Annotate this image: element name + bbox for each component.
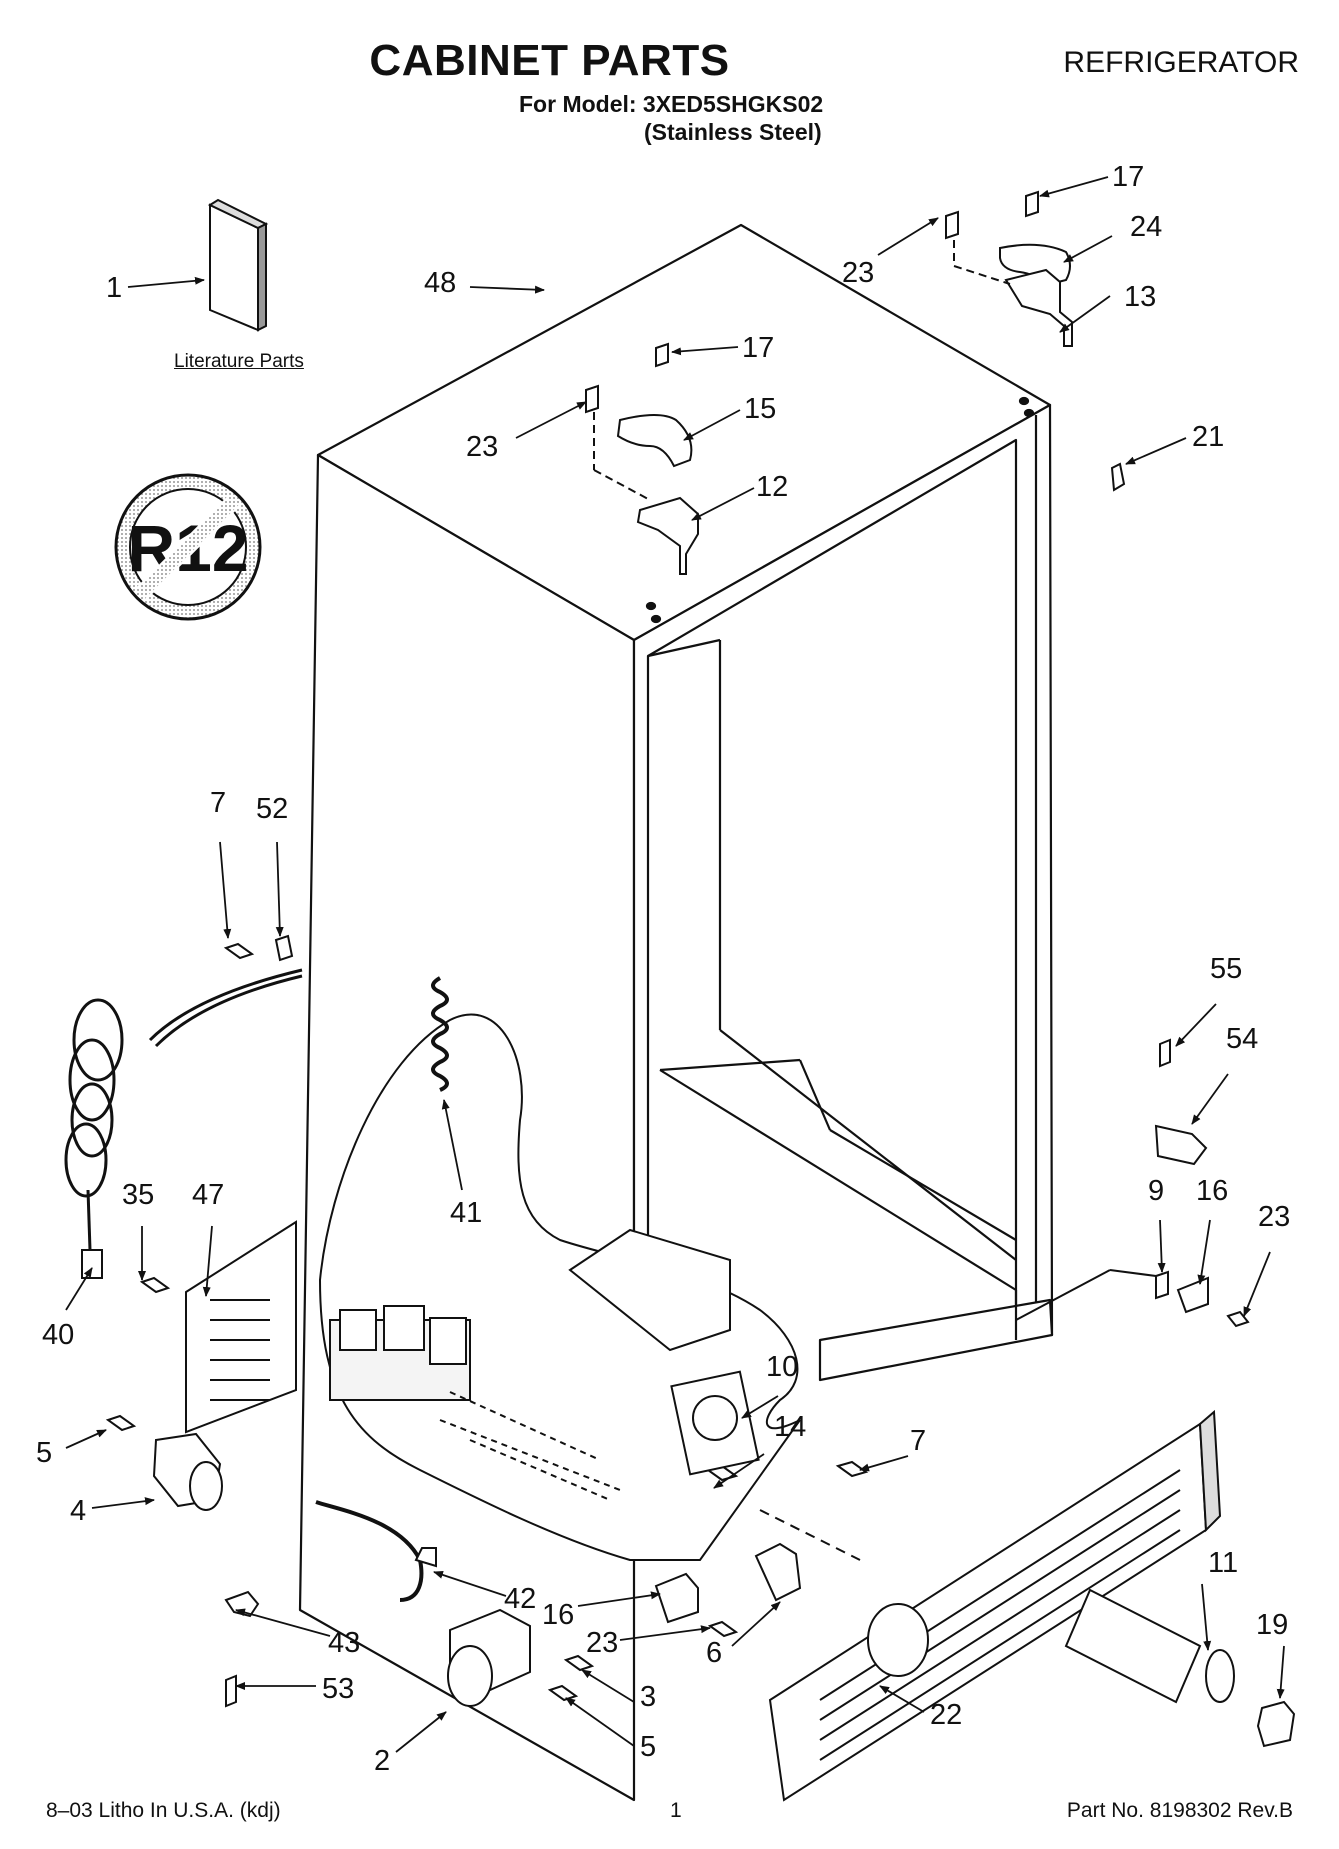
footer-page-number: 1: [670, 1799, 682, 1822]
model-line: For Model: 3XED5SHGKS02: [519, 91, 824, 117]
callout-43: 43: [328, 1627, 360, 1659]
callout-6: 6: [706, 1637, 722, 1669]
callout-17: 17: [1112, 161, 1144, 193]
callout-24: 24: [1130, 211, 1162, 243]
callout-12: 12: [756, 471, 788, 503]
callout-2: 2: [374, 1745, 390, 1777]
callout-21: 21: [1192, 421, 1224, 453]
callout-23: 23: [466, 431, 498, 463]
footer-litho-note: 8–03 Litho In U.S.A. (kdj): [46, 1799, 281, 1822]
no-r12-badge: R12: [114, 473, 262, 621]
callout-3: 3: [640, 1681, 656, 1713]
callout-19: 19: [1256, 1609, 1288, 1641]
callout-7: 7: [910, 1425, 926, 1457]
appliance-category: REFRIGERATOR: [1063, 46, 1299, 79]
callout-10: 10: [766, 1351, 798, 1383]
callout-41: 41: [450, 1197, 482, 1229]
footer-part-number: Part No. 8198302 Rev.B: [1066, 1799, 1293, 1822]
callout-11: 11: [1208, 1547, 1238, 1579]
callout-1: 1: [106, 272, 122, 304]
finish-line: (Stainless Steel): [644, 119, 822, 145]
power-cord: [64, 968, 303, 1279]
callout-7: 7: [210, 787, 226, 819]
callout-54: 54: [1226, 1023, 1258, 1055]
toe-grille-and-filter: [768, 1409, 1296, 1802]
lower-left-parts: [105, 1414, 437, 1708]
callout-35: 35: [122, 1179, 154, 1211]
page-title: CABINET PARTS: [369, 36, 730, 85]
upper-left-hinge-parts: [585, 342, 699, 575]
callout-23: 23: [1258, 1201, 1290, 1233]
callout-17: 17: [742, 332, 774, 364]
callout-16: 16: [1196, 1175, 1228, 1207]
callout-47: 47: [192, 1179, 224, 1211]
callout-55: 55: [1210, 953, 1242, 985]
literature-booklet: [207, 198, 269, 332]
callout-40: 40: [42, 1319, 74, 1351]
upper-right-hinge-parts: [945, 190, 1126, 492]
callout-48: 48: [424, 267, 456, 299]
lower-center-parts: [447, 1228, 869, 1707]
callout-13: 13: [1124, 281, 1156, 313]
callout-16: 16: [542, 1599, 574, 1631]
left-side-parts: [139, 934, 297, 1434]
callout-52: 52: [256, 793, 288, 825]
callout-15: 15: [744, 393, 776, 425]
callout-labels: 1 48 17 23 15 12 17 24 23 13 21 7 52 55 …: [36, 161, 1290, 1777]
callout-arrows: [65, 176, 1285, 1753]
callout-4: 4: [70, 1495, 86, 1527]
callout-23: 23: [842, 257, 874, 289]
callout-22: 22: [930, 1699, 962, 1731]
callout-42: 42: [504, 1583, 536, 1615]
callout-14: 14: [774, 1411, 806, 1443]
callout-53: 53: [322, 1673, 354, 1705]
callout-5: 5: [36, 1437, 52, 1469]
callout-9: 9: [1148, 1175, 1164, 1207]
right-side-parts: [1015, 1038, 1250, 1328]
callout-23: 23: [586, 1627, 618, 1659]
callout-5: 5: [640, 1731, 656, 1763]
literature-parts-label: Literature Parts: [174, 351, 304, 372]
